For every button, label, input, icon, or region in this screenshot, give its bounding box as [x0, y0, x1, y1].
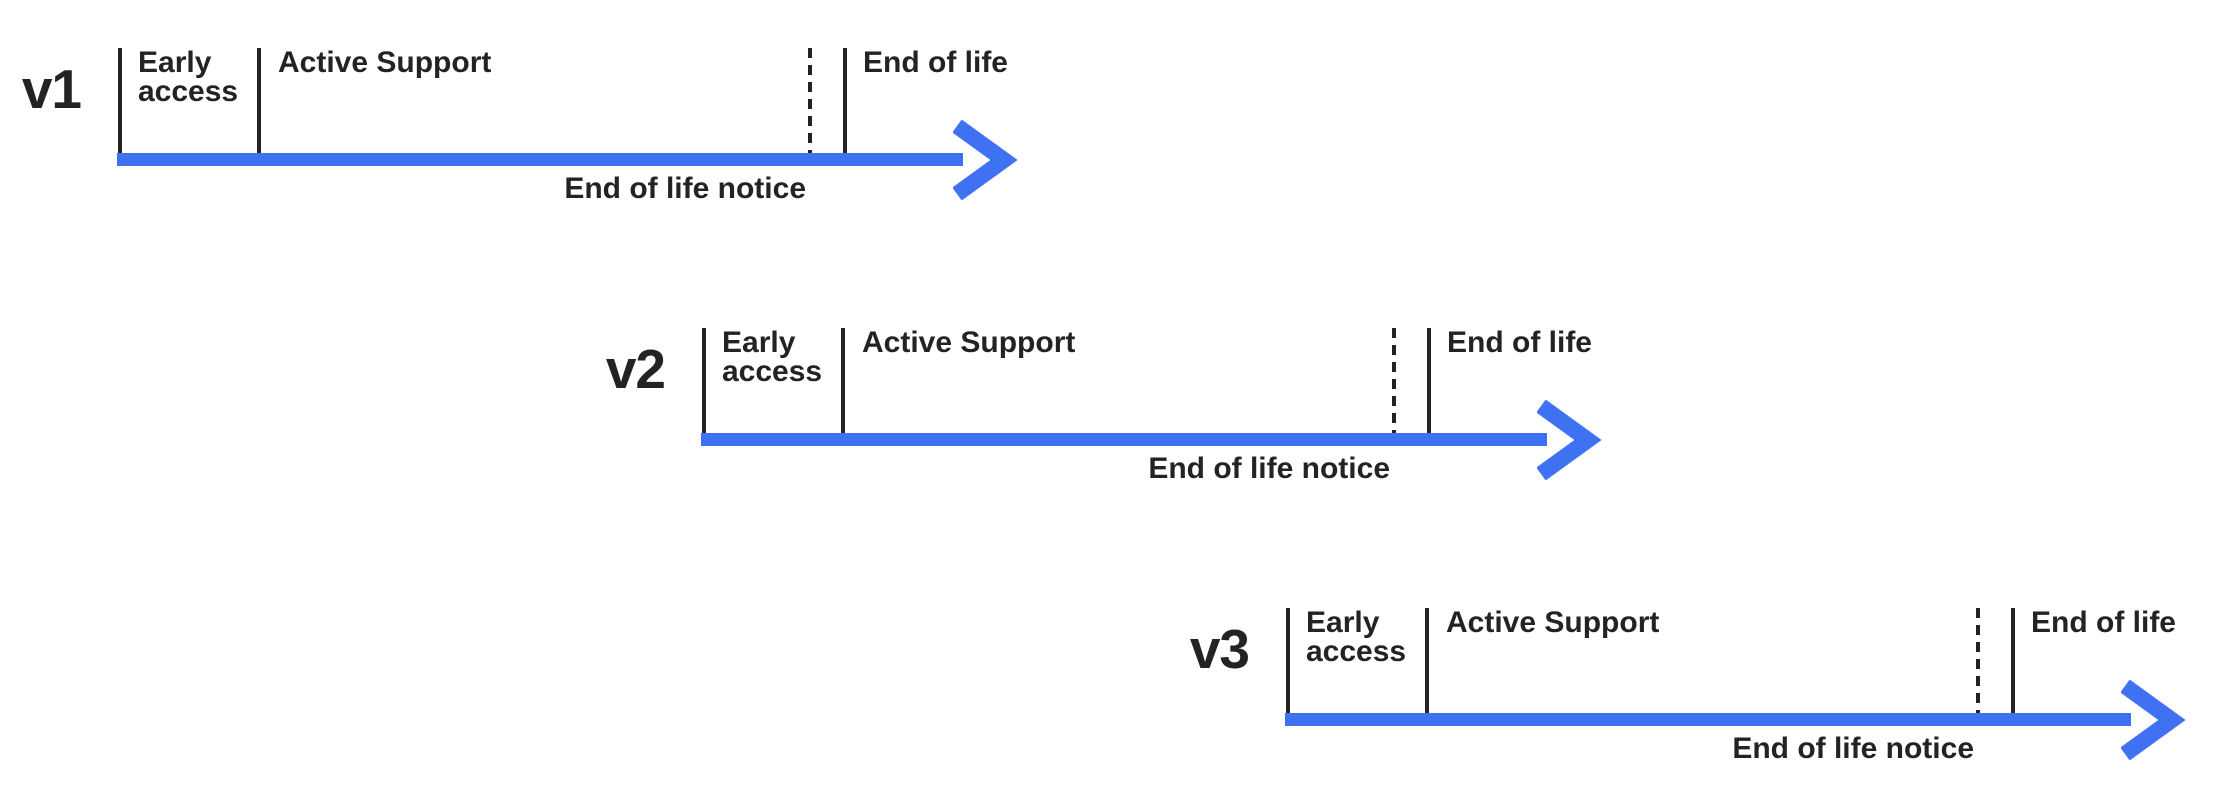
early-access-label: Early access	[138, 46, 239, 108]
active-support-label: Active Support	[862, 326, 1076, 359]
timeline-bar	[701, 433, 1547, 446]
timeline-arrowhead-icon	[953, 120, 1018, 200]
timeline-bar	[117, 153, 963, 166]
end-of-life-label: End of life	[1447, 326, 1592, 359]
end-of-life-tick	[843, 48, 847, 153]
eol-notice-label: End of life notice	[564, 172, 806, 205]
end-of-life-label: End of life	[2031, 606, 2176, 639]
active-support-label: Active Support	[278, 46, 492, 79]
early-access-start-tick	[702, 328, 706, 433]
early-access-label: Early access	[722, 326, 823, 388]
active-support-start-tick	[1425, 608, 1429, 713]
active-support-start-tick	[841, 328, 845, 433]
end-of-life-tick	[2011, 608, 2015, 713]
eol-notice-dashed-line	[1392, 328, 1396, 433]
active-support-label: Active Support	[1446, 606, 1660, 639]
version-label: v1	[21, 58, 82, 120]
early-access-start-tick	[118, 48, 122, 153]
eol-notice-dashed-line	[808, 48, 812, 153]
eol-notice-label: End of life notice	[1732, 732, 1974, 765]
active-support-start-tick	[257, 48, 261, 153]
eol-notice-label: End of life notice	[1148, 452, 1390, 485]
early-access-label: Early access	[1306, 606, 1407, 668]
timeline-arrowhead-icon	[1537, 400, 1602, 480]
eol-notice-dashed-line	[1976, 608, 1980, 713]
end-of-life-tick	[1427, 328, 1431, 433]
timeline-arrowhead-icon	[2121, 680, 2186, 760]
version-label: v3	[1189, 618, 1250, 680]
version-label: v2	[605, 338, 666, 400]
timeline-bar	[1285, 713, 2131, 726]
early-access-start-tick	[1286, 608, 1290, 713]
end-of-life-label: End of life	[863, 46, 1008, 79]
